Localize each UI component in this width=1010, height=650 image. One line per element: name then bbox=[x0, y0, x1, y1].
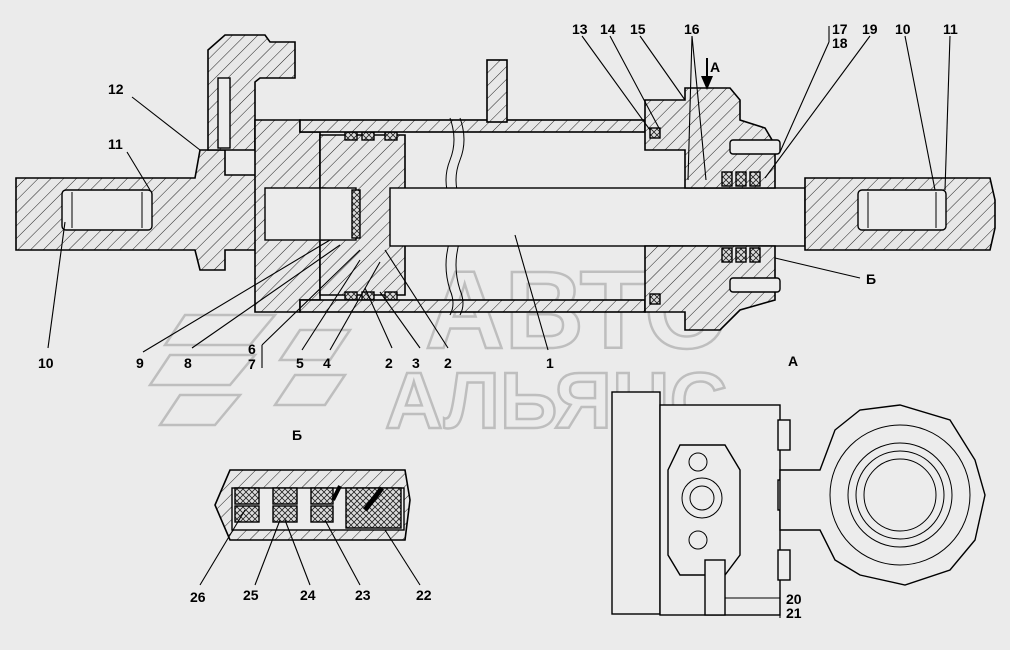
label-14: 14 bbox=[600, 21, 616, 37]
detail-b-view bbox=[214, 469, 411, 541]
label-25: 25 bbox=[243, 587, 259, 603]
barrel-top-wall bbox=[299, 119, 646, 133]
label-2-b: 2 bbox=[444, 355, 452, 371]
front-head bbox=[644, 87, 776, 189]
label-24: 24 bbox=[300, 587, 316, 603]
leader-lines bbox=[47, 26, 951, 618]
label-13: 13 bbox=[572, 21, 588, 37]
watermark-logo-icon bbox=[147, 313, 353, 427]
main-section-view bbox=[15, 34, 996, 331]
label-16: 16 bbox=[684, 21, 700, 37]
label-6: 6 bbox=[248, 341, 256, 357]
head-bolt-bottom bbox=[729, 277, 781, 293]
label-7: 7 bbox=[248, 356, 256, 372]
label-12: 12 bbox=[108, 81, 124, 97]
view-a bbox=[611, 391, 986, 616]
view-b-title: Б bbox=[292, 427, 302, 443]
view-letters: А Б А Б bbox=[292, 59, 876, 443]
top-port bbox=[486, 59, 508, 123]
label-1: 1 bbox=[546, 355, 554, 371]
view-a-title: А bbox=[788, 353, 798, 369]
label-11-right: 11 bbox=[943, 21, 958, 37]
label-8: 8 bbox=[184, 355, 192, 371]
label-9: 9 bbox=[136, 355, 144, 371]
label-26: 26 bbox=[190, 589, 206, 605]
label-10-left: 10 bbox=[38, 355, 54, 371]
label-17: 17 bbox=[832, 21, 848, 37]
right-bushing bbox=[857, 189, 947, 231]
label-23: 23 bbox=[355, 587, 371, 603]
label-4: 4 bbox=[323, 355, 331, 371]
label-11-left: 11 bbox=[108, 136, 123, 152]
label-20: 20 bbox=[786, 591, 802, 607]
label-22: 22 bbox=[416, 587, 432, 603]
view-a-arrow-letter: А bbox=[710, 59, 720, 75]
barrel-bottom-wall bbox=[299, 299, 646, 313]
label-21: 21 bbox=[786, 605, 802, 621]
piston-rod bbox=[389, 187, 806, 247]
label-19: 19 bbox=[862, 21, 878, 37]
view-b-callout-letter: Б bbox=[866, 271, 876, 287]
label-5: 5 bbox=[296, 355, 304, 371]
label-3: 3 bbox=[412, 355, 420, 371]
label-18: 18 bbox=[832, 35, 848, 51]
label-15: 15 bbox=[630, 21, 646, 37]
left-bushing bbox=[61, 189, 153, 231]
head-bolt-top bbox=[729, 139, 781, 155]
piston bbox=[319, 134, 406, 296]
label-2-a: 2 bbox=[385, 355, 393, 371]
label-10-right: 10 bbox=[895, 21, 911, 37]
part-labels: 12 11 10 9 8 6 7 5 4 2 3 2 1 13 14 15 16… bbox=[38, 21, 958, 621]
front-head-lower bbox=[644, 245, 776, 331]
